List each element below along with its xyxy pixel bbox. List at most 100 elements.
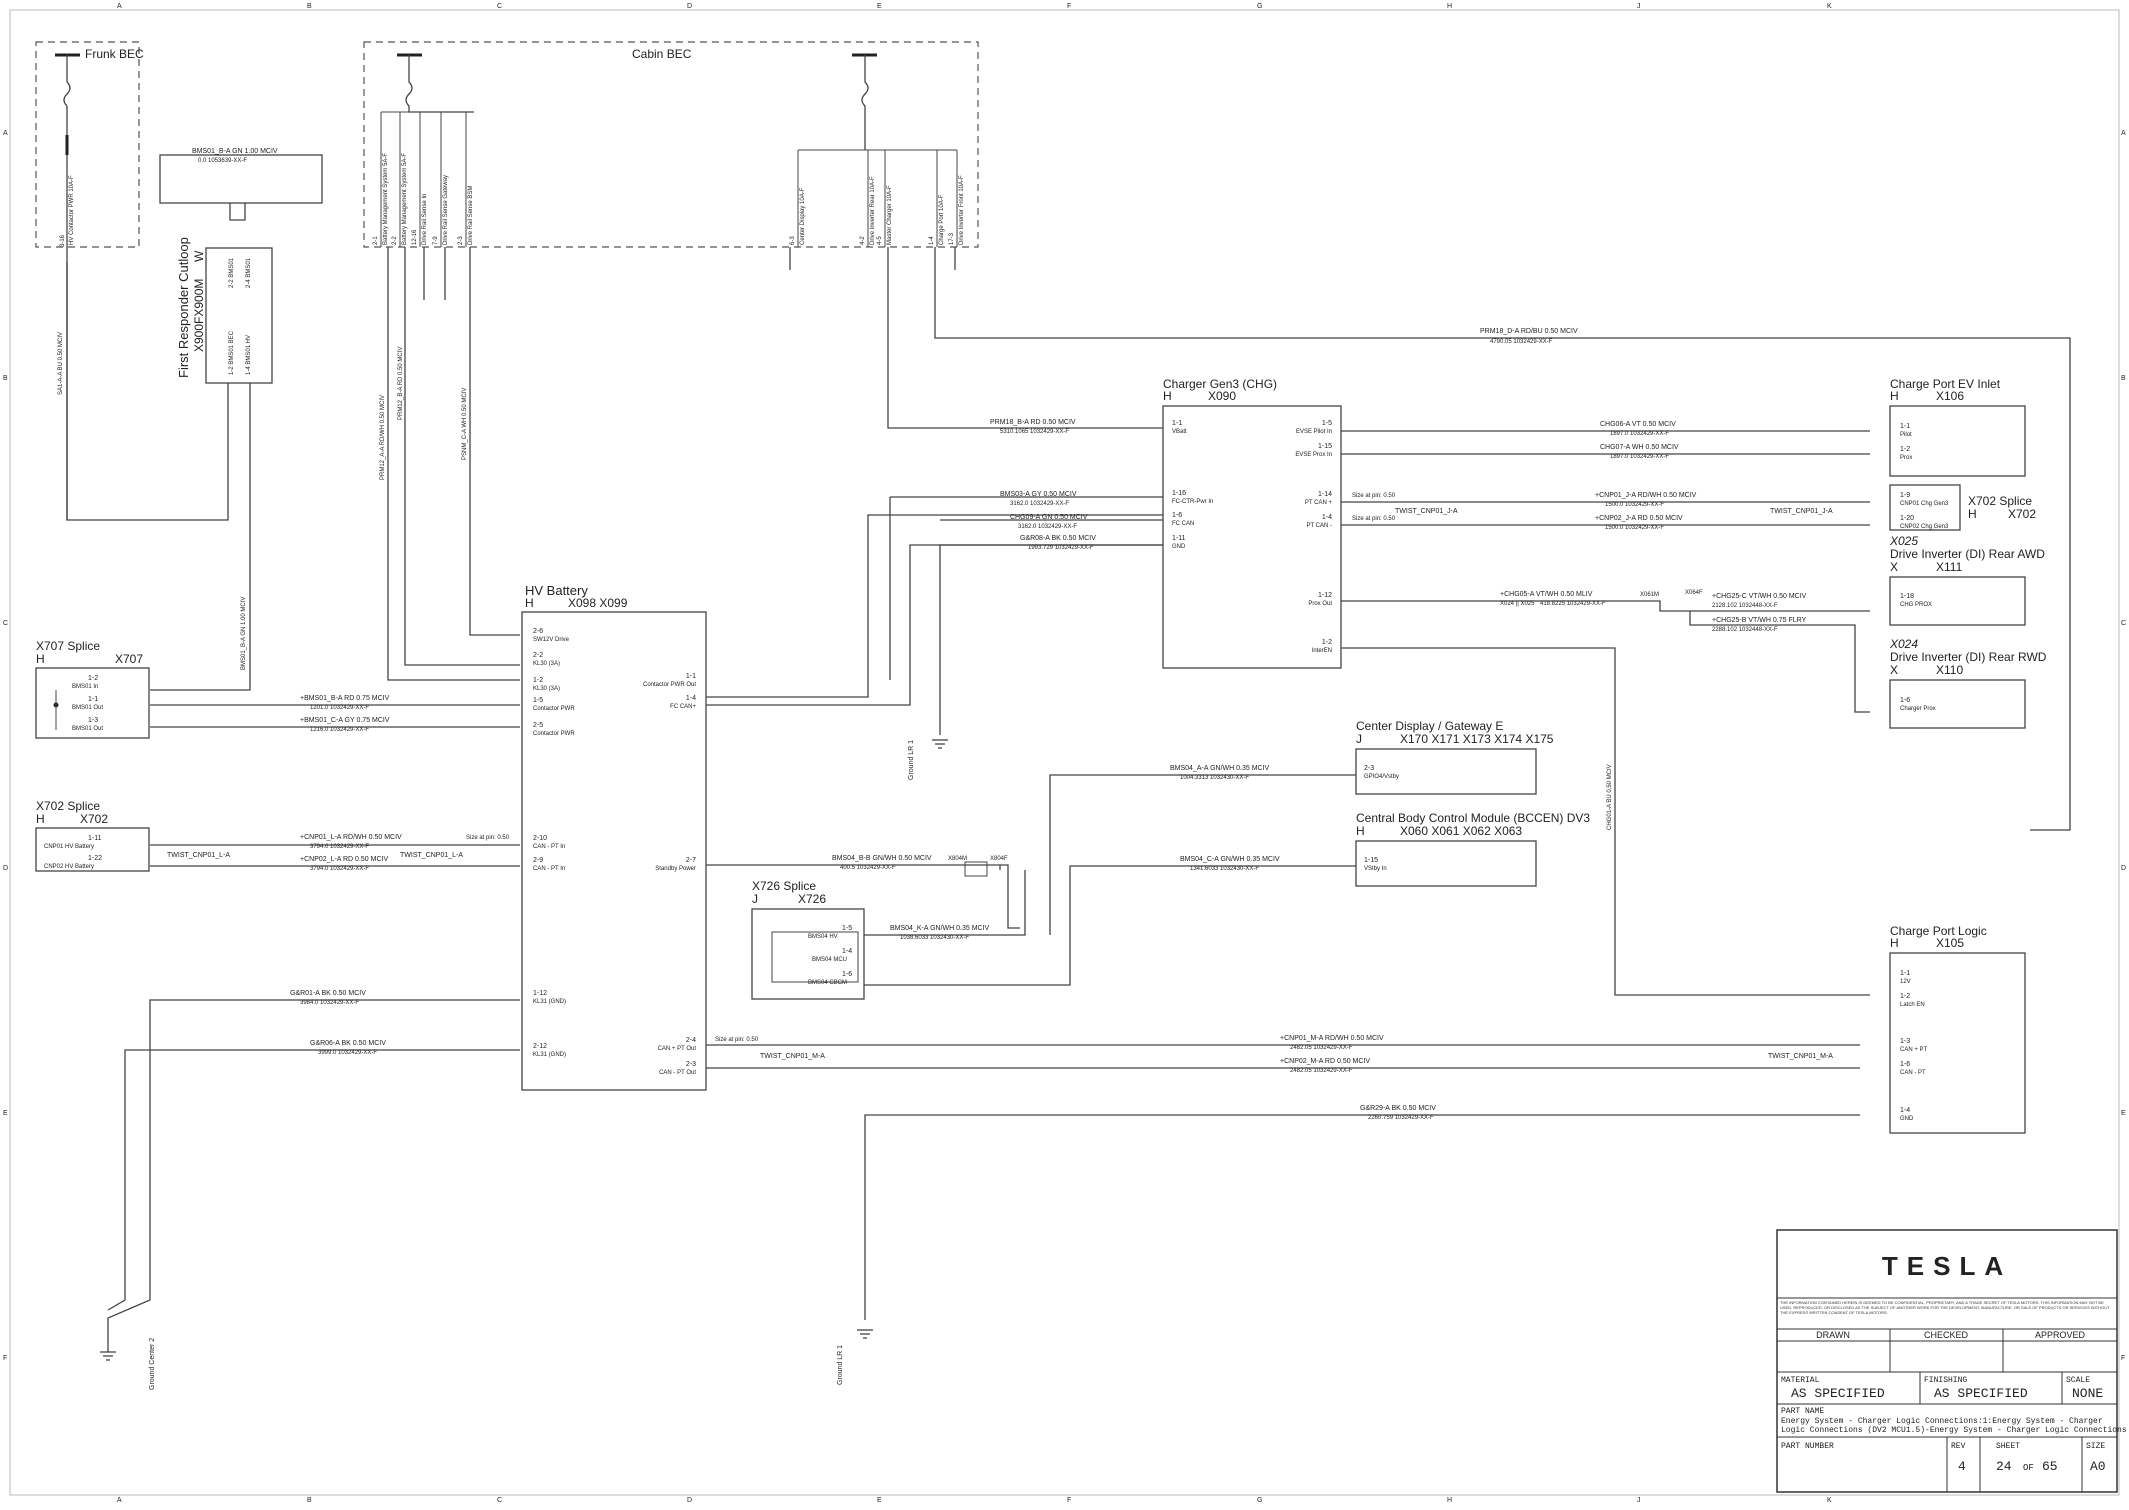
di-awd-conn: X (1890, 560, 1898, 574)
charge-port-logic: Charge Port Logic H X105 1-112V1-2Latch … (1889, 924, 2026, 1134)
di-rwd-sub: X024 (1889, 637, 1918, 651)
hv-left-pin-6: 2-10 (533, 835, 547, 842)
frunk-bec-enclosure (35, 41, 140, 248)
twist-l-label-2: TWIST_CNP01_L-A (400, 852, 463, 859)
x726-pin-2-name: BMS04 MCU (812, 957, 847, 963)
wire-bms04-a (1049, 774, 1356, 935)
wire-cnp02-l-label: +CNP02_L-A RD 0.50 MCIV (300, 856, 388, 863)
charger-left-pin-4: 1-11 (1172, 535, 1186, 542)
grid-col-bottom-H: H (1447, 1497, 1452, 1504)
di-rwd-box (1889, 679, 2026, 729)
wire-gr06-path (107, 1049, 300, 1311)
grid-row-right-E: E (2121, 1110, 2126, 1117)
cabin-fuse-label-8: Master Charger 10A-F (887, 185, 893, 245)
wire-prm18-charger-label: PRM18_B-A RD 0.50 MCIV (990, 419, 1076, 426)
sheet-border (9, 9, 2120, 1496)
wire-chg25b (1689, 611, 1870, 713)
x726-id: X726 (798, 892, 826, 906)
wire-label-bsm: PSNM_C-A WH 0.50 MCIV (462, 388, 468, 460)
tb-notice-wrap: THE INFORMATION CONTAINED HEREIN IS DEEM… (1780, 1300, 2109, 1315)
hv-left-pin-name-8: KL31 (GND) (533, 999, 566, 1005)
hv-left-pin-3: 1-2 (533, 677, 543, 684)
twist-j-label-1: TWIST_CNP01_J-A (1395, 508, 1458, 515)
wire-cnp02-l-label-b: 3794.0 1032429-XX-F (310, 866, 369, 872)
charger-right-pin-1: 1-5 (1322, 420, 1332, 427)
grid-col-bottom-C: C (497, 1497, 502, 1504)
grid-col-D: D (687, 3, 692, 10)
x702-right-pin-1-name: CNP01 Chg Gen3 (1900, 501, 1949, 507)
tb-sheet-label: SHEET (1996, 1442, 2020, 1451)
grid-col-G: G (1257, 3, 1262, 10)
wire-bms04-c (1050, 865, 1356, 986)
cp-logic-conn: H (1890, 936, 1899, 950)
charger-right-pin-2: 1-15 (1318, 443, 1332, 450)
grid-col-B: B (307, 3, 312, 10)
charger-right-pin-3: 1-14 (1318, 491, 1332, 498)
charger-right-pin-name-6: InterEN (1312, 648, 1332, 654)
bms01-top-box (159, 154, 323, 204)
wire-x707-label-2: +BMS01_C-A GY 0.75 MCIV (300, 717, 390, 724)
hv-right-pin-2: 1-4 (686, 695, 696, 702)
tb-finishing: AS SPECIFIED (1934, 1386, 2028, 1401)
x064-label: X064F (1685, 590, 1703, 596)
wire-chg05 (1341, 600, 1870, 612)
wire-chg01 (1341, 647, 1870, 996)
hv-right-pin-name-1: Contactor PWR Out (643, 682, 696, 688)
wire-chg01-label: CHG01-A BU 0.50 MCIV (1607, 764, 1613, 830)
wire-gr01-label: G&R01-A BK 0.50 MCIV (290, 990, 366, 997)
grid-row-C: C (3, 620, 8, 627)
charger-left-pin-name-1: VBatt (1172, 429, 1187, 435)
charger-right-pin-name-2: EVSE Prox In (1295, 452, 1332, 458)
twist-j-label-2: TWIST_CNP01_J-A (1770, 508, 1833, 515)
center-display-ids: X170 X171 X173 X174 X175 (1400, 732, 1554, 746)
charger-right-pin-name-4: PT CAN - (1306, 523, 1332, 529)
wire-bms-5a-1 (387, 247, 520, 681)
x726-title: X726 Splice (752, 879, 816, 893)
x707-splice: X707 Splice H X707 1-2 BMS01 In 1-1 BMS0… (35, 639, 150, 739)
cp-logic-pin-name-4: CAN - PT (1900, 1070, 1926, 1076)
wire-cutloop-label: BMS01_B-A GN 1.00 MCIV (241, 597, 247, 670)
tb-material-label: MATERIAL (1781, 1376, 1820, 1385)
ground-lr-1-bottom-symbol: Ground LR 1 (837, 1114, 1860, 1385)
grid-col-bottom-E: E (877, 1497, 882, 1504)
tb-scale: NONE (2072, 1386, 2103, 1401)
cabin-fuse-pin-2: 2-2 (392, 236, 398, 245)
x702-left-pin-1: 1-11 (88, 835, 102, 842)
title-block: TESLA THE INFORMATION CONTAINED HEREIN I… (1776, 1229, 2127, 1493)
wire-cnp01-j-label: +CNP01_J-A RD/WH 0.50 MCIV (1595, 492, 1697, 499)
charger-right-pin-name-1: EVSE Pilot In (1296, 429, 1332, 435)
grid-col-bottom-J: J (1637, 1497, 1641, 1504)
cabin-fuse-label-10: Drive Inverter Front 10A-F (959, 175, 965, 245)
wire-chg06-label: CHG06-A VT 0.50 MCIV (1600, 421, 1676, 428)
cp-logic-box (1889, 952, 2026, 1134)
wire-bms04-a-label: BMS04_A-A GN/WH 0.35 MCIV (1170, 765, 1270, 772)
wire-gr01-label-b: 3984.0 1032429-XX-F (300, 1000, 359, 1006)
size-pin-j-1: Size at pin: 0.50 (1352, 493, 1396, 499)
cabin-fuse-left (405, 55, 474, 113)
x702-left-conn: H (36, 812, 45, 826)
wire-gr06-label: G&R06-A BK 0.50 MCIV (310, 1040, 386, 1047)
cp-inlet-pin-2-name: Prox (1900, 455, 1912, 461)
di-rwd-pin-1: 1-6 (1900, 697, 1910, 704)
wire-chg05-label-b: 418.8225 1032429-XX-F (1540, 601, 1606, 607)
cabin-fuse-label-3: Drive Rail Sense In (422, 194, 428, 245)
di-rwd-id: X110 (1936, 663, 1963, 677)
x702-left-pin-1-name: CNP01 HV Battery (44, 844, 94, 850)
hv-left-pin-2: 2-2 (533, 652, 543, 659)
cabin-bec-title: Cabin BEC (632, 47, 692, 61)
di-awd-pin-1-name: CHG PROX (1900, 602, 1932, 608)
charger-title: Charger Gen3 (CHG) (1163, 377, 1277, 391)
charger-right-pin-4: 1-4 (1322, 514, 1332, 521)
wire-gr29-label: G&R29-A BK 0.50 MCIV (1360, 1105, 1436, 1112)
center-display-gateway: Center Display / Gateway E J X170 X171 X… (1355, 719, 1554, 795)
bccen-pin-1: 1-15 (1364, 857, 1378, 864)
hv-left-pin-name-5: Contactor PWR (533, 731, 575, 737)
ground-lr1-bottom-label: Ground LR 1 (837, 1345, 844, 1385)
hv-right-pin-name-3: Standby Power (655, 866, 696, 872)
size-pin-j-2: Size at pin: 0.50 (1352, 516, 1396, 522)
